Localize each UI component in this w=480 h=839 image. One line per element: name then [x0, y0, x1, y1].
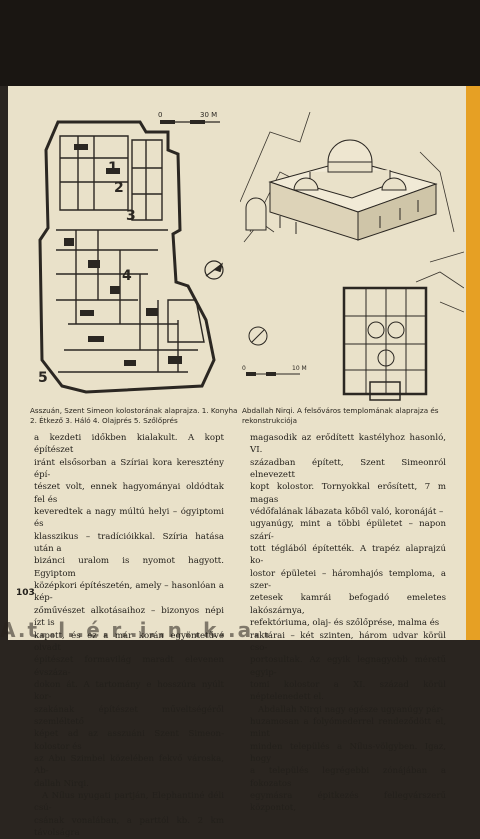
plan-label-4: 4 [122, 268, 132, 284]
church-plan [342, 286, 428, 401]
text-line: építészet formavilág maradt elevenen évs… [34, 655, 224, 678]
church-building [245, 139, 438, 241]
text-line: században épített, Szent Simeonról elnev… [250, 457, 446, 481]
plan-label-1: 1 [108, 160, 118, 176]
text-line: Abdallah Nirqi nagy egésze ugyanúgy pár- [258, 704, 444, 715]
text-line: huzamosan a folyómederrel rendeződött el… [250, 716, 446, 740]
monastery-floor-plan: 1 2 3 4 5 0 30 M [28, 110, 232, 400]
plan-label-3: 3 [126, 208, 136, 224]
text-line: a település legrégebbi zónájában a fokoz… [250, 766, 446, 789]
text-line: tomi kolostor a XI. század körül néptele… [250, 679, 446, 703]
dark-background-top [0, 0, 480, 86]
plan-scale-end: 10 M [292, 365, 307, 372]
figure-left-caption: Asszuán, Szent Simeon kolostorának alapr… [30, 406, 238, 425]
book-cover-edge [466, 86, 480, 640]
text-line: kopt kolostor. Tornyokkal erősített, 7 m… [250, 482, 446, 505]
plan-scale-zero: 0 [242, 365, 246, 372]
text-line: a kezdeti időkben kialakult. A kopt épít… [34, 433, 224, 456]
compass-icon [248, 326, 268, 346]
text-line: portosultak. Az egyik legnagyobb méretű … [250, 655, 446, 678]
text-line: csának vonalában, a parttól kb. 2 km táv… [34, 815, 224, 838]
text-line: dallah Nirqi. [34, 778, 89, 789]
text-line: ugyanúgy, mint a többi épületet – napon … [250, 519, 446, 542]
bleed-through-text: A.t..l..é.r..i..n..k..a.. [0, 618, 273, 640]
text-line: középkori építészetén, amely – hasonlóan… [34, 581, 224, 604]
north-arrow-icon [204, 260, 224, 280]
text-line: bizánci uralom is nyomot hagyott. Egyipt… [34, 556, 224, 579]
text-line: minden település a Nílus-völgyben. Igaz,… [250, 741, 446, 764]
text-line: iránt elsősorban a Szíriai kora kereszté… [34, 457, 224, 481]
text-line: védőfalának lábazata kőből való, koronáj… [250, 507, 444, 518]
floor-plan-drawing: 1 2 3 4 5 0 30 M [38, 111, 224, 394]
text-line: A Nílus nyugati partján, Elephantiné dél… [34, 790, 224, 814]
scale-zero: 0 [158, 111, 162, 119]
scale-end: 30 M [200, 111, 217, 119]
plan-scale-bar: 0 10 M [242, 365, 307, 376]
text-line: keveredtek a nagy múltú helyi – ógyiptom… [34, 507, 224, 530]
text-line: refektóriuma, olaj- és szőlőprése, malma… [250, 618, 440, 629]
church-reconstruction: 0 10 M [240, 112, 464, 412]
text-line: tott téglából építették. A trapéz alapra… [250, 544, 446, 567]
text-line: zőművészet alkotásaihoz – bizonyos népi … [34, 605, 224, 629]
text-line: magasodik az erődített kastélyhoz hasonl… [250, 433, 446, 456]
plan-label-2: 2 [114, 180, 124, 196]
text-line: dokon át. A tartomány e hosszúra nyúlt k… [34, 679, 224, 703]
text-line: képet ad az asszuáni Szent Simeon-kolost… [34, 729, 224, 752]
plan-label-5: 5 [38, 370, 48, 386]
figure-right-caption: Abdallah Nirqi. A felsőváros templomának… [242, 406, 439, 425]
text-line: klasszikus – tradícióikkal. Szíria hatás… [34, 531, 224, 555]
text-line: tészet volt, ennek hagyományai oldódtak … [34, 482, 224, 505]
church-drawing: 0 10 M [240, 112, 464, 401]
text-line: szakának építészet műveltségéről szemlél… [34, 704, 224, 727]
page-number: 103 [16, 588, 35, 598]
scale-bar: 0 30 M [158, 111, 220, 124]
text-line: az Abu Szimbel közelében fekvő városka, … [34, 753, 224, 777]
text-line: lostor épületei – háromhajós temploma, a… [250, 568, 446, 592]
text-line: zetesek kamrái befogadó emeletes lakószá… [250, 593, 446, 616]
text-line: egymásra épitkezés fellegvárszerű közpon… [250, 790, 446, 814]
